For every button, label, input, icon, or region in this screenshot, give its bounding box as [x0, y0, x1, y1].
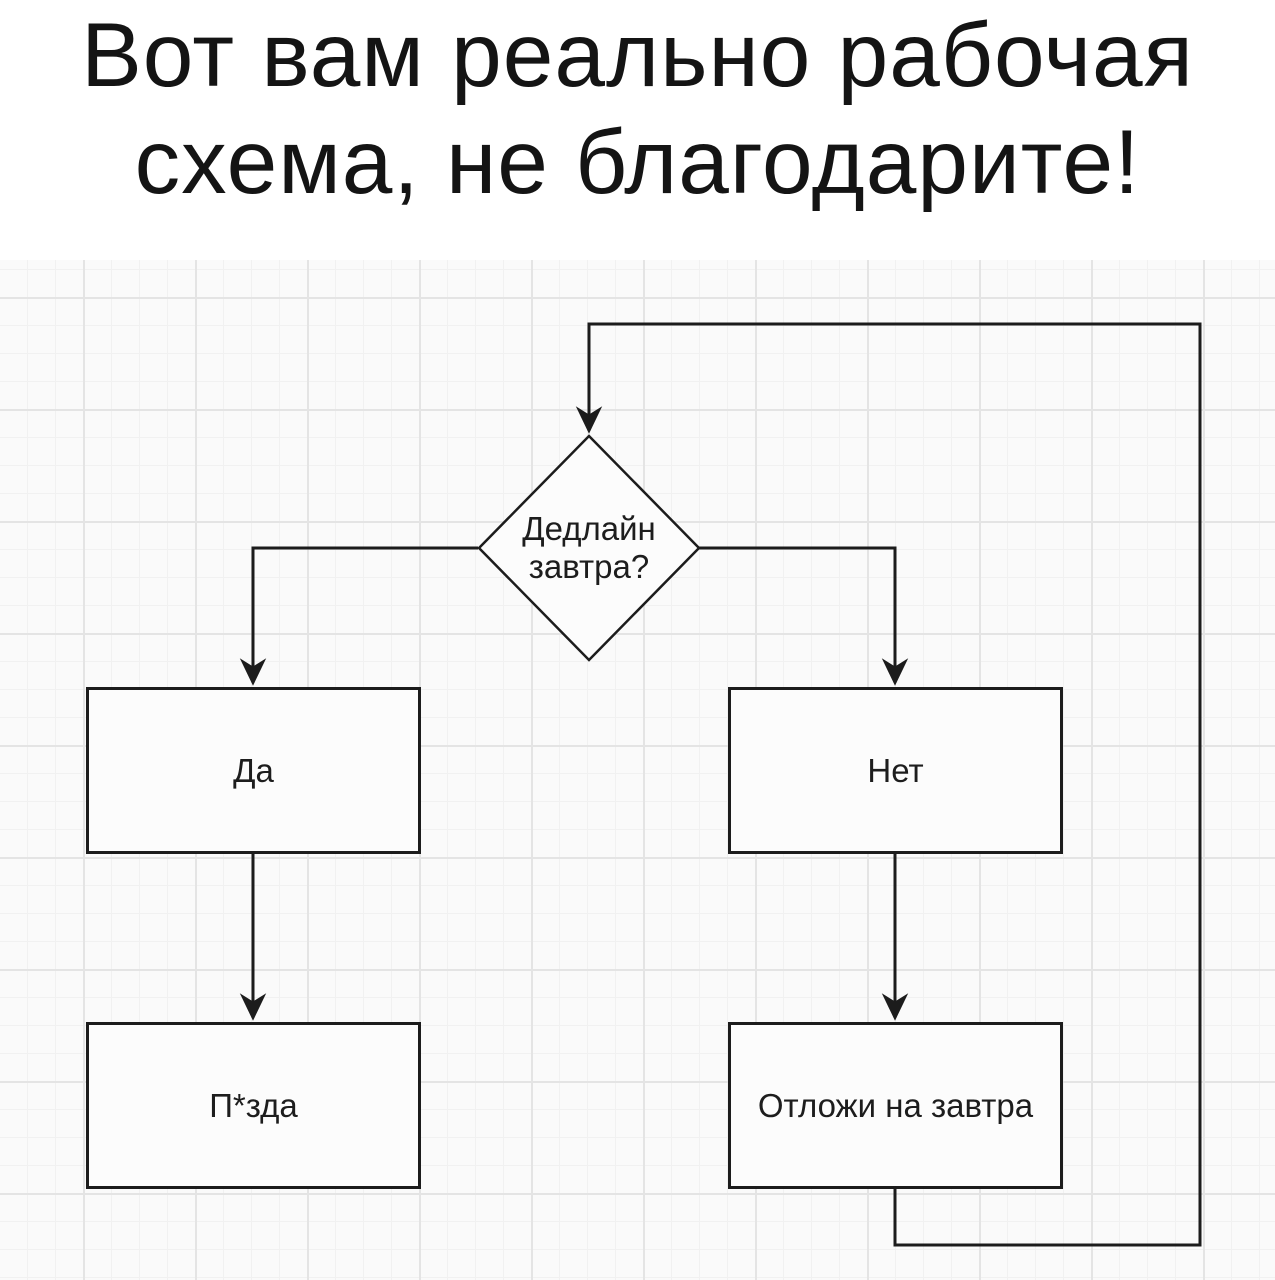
node-no-outcome: Отложи на завтра: [728, 1022, 1063, 1189]
edge-feedback-loop: [575, 322, 1202, 1247]
decision-diamond-shape: [477, 434, 701, 662]
meme-title-line-1: Вот вам реально рабочая: [81, 5, 1194, 106]
edge-decision-to-no: [698, 546, 909, 686]
meme-title-line-2: схема, не благодарите!: [134, 112, 1141, 213]
edge-decision-to-yes: [239, 546, 478, 686]
meme-title: Вот вам реально рабочая схема, не благод…: [0, 0, 1275, 260]
node-yes-outcome: П*зда: [86, 1022, 421, 1189]
decision-node-label: Дедлайн завтра?: [522, 510, 656, 585]
node-yes: Да: [86, 687, 421, 854]
node-no: Нет: [728, 687, 1063, 854]
flowchart-grid-canvas: Дедлайн завтра? Да Нет П*зда Отложи на з…: [0, 260, 1275, 1280]
flowchart-connector-layer: [239, 322, 1202, 1247]
